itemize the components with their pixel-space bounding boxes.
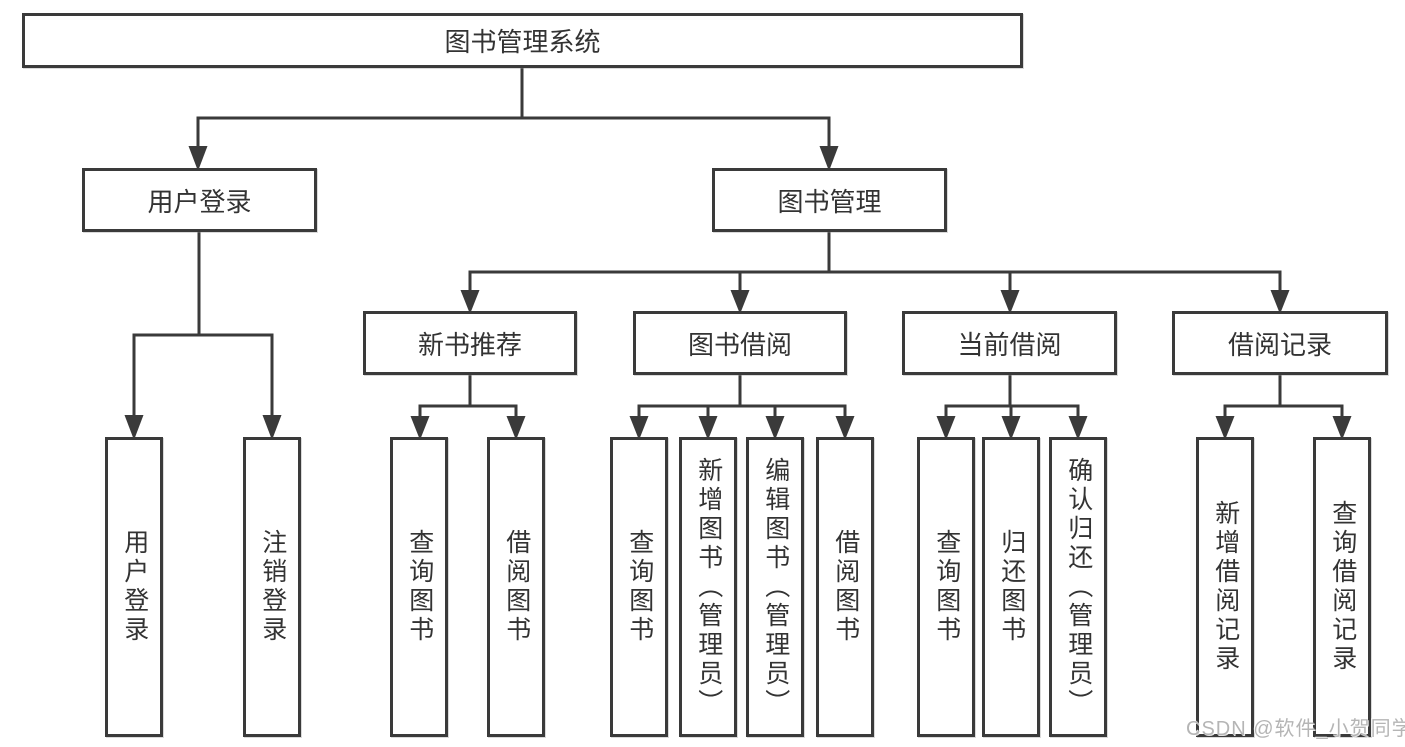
node-current-borrow: 当前借阅 bbox=[902, 311, 1117, 375]
node-user-login: 用户登录 bbox=[82, 168, 317, 232]
leaf-borrow-books-recommend: 借阅图书 bbox=[487, 437, 545, 737]
leaf-add-books-admin: 新增图书（管理员） bbox=[679, 437, 737, 737]
leaf-query-books-current: 查询图书 bbox=[917, 437, 975, 737]
arrowheads bbox=[124, 146, 1352, 440]
leaf-add-borrow-record: 新增借阅记录 bbox=[1196, 437, 1254, 737]
node-new-book-recommend: 新书推荐 bbox=[363, 311, 577, 375]
leaf-return-books: 归还图书 bbox=[982, 437, 1040, 737]
node-library-system: 图书管理系统 bbox=[22, 13, 1023, 68]
node-borrow-records: 借阅记录 bbox=[1172, 311, 1388, 375]
leaf-borrow-books: 借阅图书 bbox=[816, 437, 874, 737]
leaf-user-login: 用户登录 bbox=[105, 437, 163, 737]
node-book-management: 图书管理 bbox=[712, 168, 947, 232]
leaf-confirm-return-admin: 确认归还（管理员） bbox=[1049, 437, 1107, 737]
node-book-borrow: 图书借阅 bbox=[633, 311, 847, 375]
leaf-logout: 注销登录 bbox=[243, 437, 301, 737]
leaf-query-borrow-record: 查询借阅记录 bbox=[1313, 437, 1371, 737]
csdn-watermark: CSDN @软件_小贺同学 bbox=[1186, 718, 1405, 740]
leaf-edit-books-admin: 编辑图书（管理员） bbox=[746, 437, 804, 737]
leaf-query-books-borrow: 查询图书 bbox=[610, 437, 668, 737]
leaf-query-books-recommend: 查询图书 bbox=[390, 437, 448, 737]
